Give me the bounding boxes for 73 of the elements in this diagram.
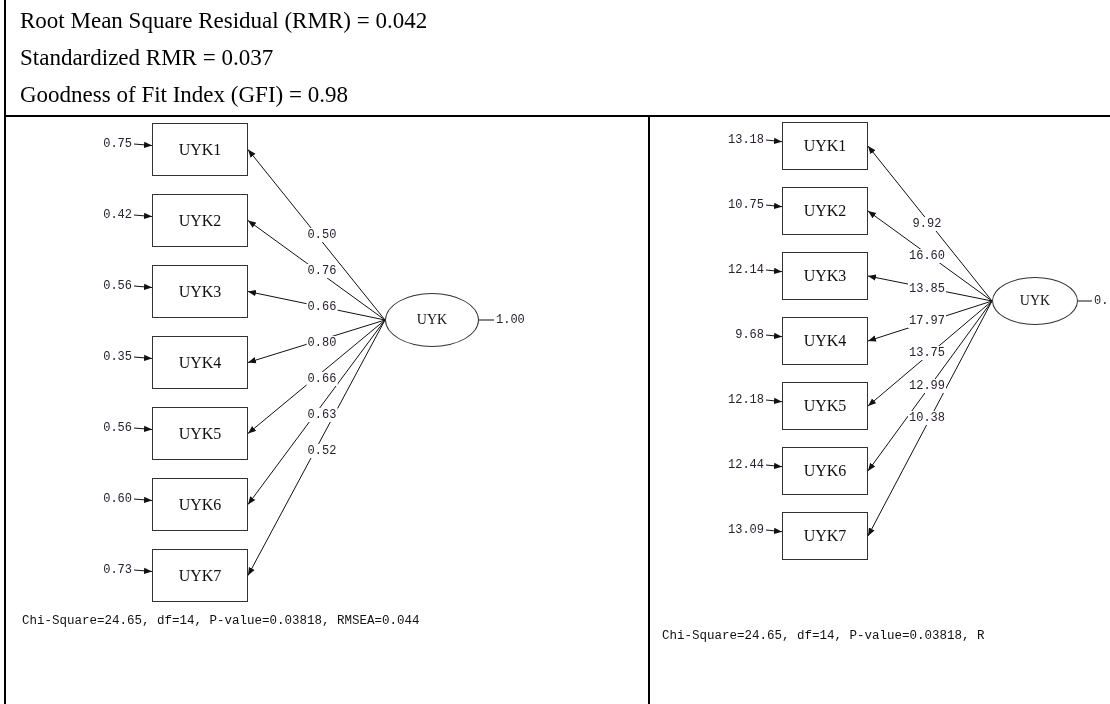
error-variance-value: 0.60 [82,490,132,508]
arrow [133,354,153,361]
edge-label: 16.60 [908,249,946,264]
indicator-box: UYK1 [152,123,248,176]
indicator-box: UYK2 [152,194,248,247]
arrow [133,496,153,503]
connector-line [478,319,495,321]
edge-label: 0.63 [306,408,338,422]
error-variance-value: 0.42 [82,206,132,224]
arrow [765,527,783,534]
indicator-box: UYK2 [782,187,868,235]
edge-label: 0.76 [306,264,338,278]
edge-label: 9.92 [911,217,943,231]
fit-statistic-text: Goodness of Fit Index (GFI) = 0.98 [20,81,349,109]
edge-label: 12.99 [908,378,946,393]
indicator-box: UYK1 [782,122,868,170]
fit-statistic-text: Chi-Square=24.65, df=14, P-value=0.03818, R [662,629,985,643]
indicator-box: UYK6 [152,478,248,531]
connector-line [1077,300,1093,302]
edge-label: 13.75 [908,346,946,361]
arrow [247,149,386,321]
arrow [867,145,993,302]
indicator-box: UYK4 [782,317,868,365]
edge-label: 0.50 [306,228,338,242]
indicator-box: UYK7 [152,549,248,602]
arrow [247,319,386,434]
arrow [133,567,153,574]
error-variance-value: 0.56 [82,277,132,295]
latent-variable-ellipse: UYK [385,293,479,347]
edge-label: 0.66 [306,300,338,314]
arrow [765,397,783,404]
error-variance-value: 0.35 [82,348,132,366]
indicator-box: UYK4 [152,336,248,389]
edge-label: 10.38 [908,410,946,425]
latent-variable-ellipse: UYK [992,277,1078,325]
error-variance-value: 12.44 [710,456,764,474]
error-variance-value: 12.18 [710,391,764,409]
error-variance-value: 10.75 [710,196,764,214]
indicator-box: UYK6 [782,447,868,495]
arrow [247,319,386,576]
arrow [765,202,783,209]
arrow [133,425,153,432]
indicator-box: UYK5 [152,407,248,460]
indicator-box: UYK3 [152,265,248,318]
arrow [765,137,783,144]
fit-statistic-text: Standardized RMR = 0.037 [20,44,275,72]
edge-label: 17.97 [908,313,946,328]
indicator-box: UYK3 [782,252,868,300]
arrow [133,283,153,290]
arrow [867,300,993,537]
variance-value: 1.00 [496,311,536,329]
edge-label: 13.85 [908,281,946,296]
edge-label: 0.66 [306,372,338,386]
error-variance-value: 13.09 [710,521,764,539]
arrow [765,332,783,339]
error-variance-value: 13.18 [710,131,764,149]
edge-label: 0.52 [306,444,338,458]
error-variance-value: 12.14 [710,261,764,279]
arrow [247,319,386,505]
error-variance-value: 9.68 [710,326,764,344]
indicator-box: UYK7 [782,512,868,560]
error-variance-value: 0.73 [82,561,132,579]
error-variance-value: 0.75 [82,135,132,153]
arrow [765,462,783,469]
fit-statistic-text: Chi-Square=24.65, df=14, P-value=0.03818, RMSEA=0.044 [22,614,420,628]
arrow [133,141,153,148]
indicator-box: UYK5 [782,382,868,430]
arrow [133,212,153,219]
variance-value: 0. [1094,292,1110,310]
error-variance-value: 0.56 [82,419,132,437]
fit-statistic-text: Root Mean Square Residual (RMR) = 0.042 [20,7,429,35]
arrow [765,267,783,274]
arrow [867,300,993,472]
